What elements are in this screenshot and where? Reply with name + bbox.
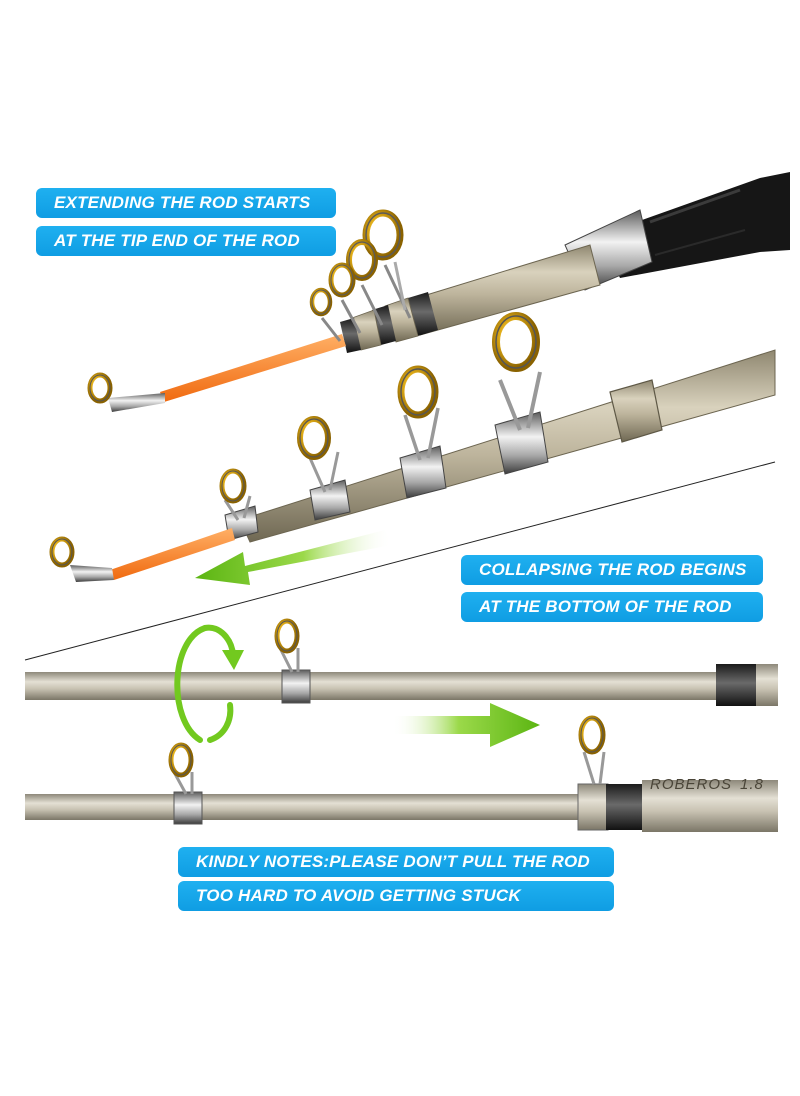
- collapse-direction-arrow: [392, 703, 540, 747]
- guide-ring: [397, 365, 440, 461]
- extend-banner-line1: EXTENDING THE ROD STARTS: [36, 188, 336, 218]
- guide-ring: [168, 742, 194, 795]
- lower-rod: [25, 618, 778, 706]
- guide-ring: [309, 287, 342, 342]
- extend-direction-arrow: [195, 530, 392, 585]
- notes-banner-line2: TOO HARD TO AVOID GETTING STUCK: [178, 881, 614, 911]
- guide-ring: [362, 209, 412, 319]
- extend-banner-line2: AT THE TIP END OF THE ROD: [36, 226, 336, 256]
- collapse-banner-line1: COLLAPSING THE ROD BEGINS: [461, 555, 763, 585]
- guide-ring: [297, 416, 340, 493]
- guide-ring: [492, 312, 542, 431]
- top-rod: [87, 172, 790, 412]
- notes-banner-line1: KINDLY NOTES:PLEASE DON’T PULL THE ROD: [178, 847, 614, 877]
- guide-ring: [219, 468, 252, 521]
- guide-ring: [328, 262, 362, 334]
- guide-ring: [274, 618, 300, 673]
- rod-tip-orange: [160, 334, 346, 402]
- bottom-rod: [25, 715, 778, 832]
- guide-ring: [578, 715, 606, 785]
- rod-length-print: 1.8: [740, 776, 764, 793]
- rod-brand-print: ROBEROS: [650, 776, 733, 793]
- middle-rod: [49, 312, 776, 582]
- collapse-banner-line2: AT THE BOTTOM OF THE ROD: [461, 592, 763, 622]
- section-divider: [24, 461, 776, 661]
- tip-top-guide: [49, 536, 114, 582]
- tip-top-guide: [87, 372, 165, 412]
- rotate-arrow-head: [222, 650, 244, 670]
- guide-ring: [346, 239, 384, 326]
